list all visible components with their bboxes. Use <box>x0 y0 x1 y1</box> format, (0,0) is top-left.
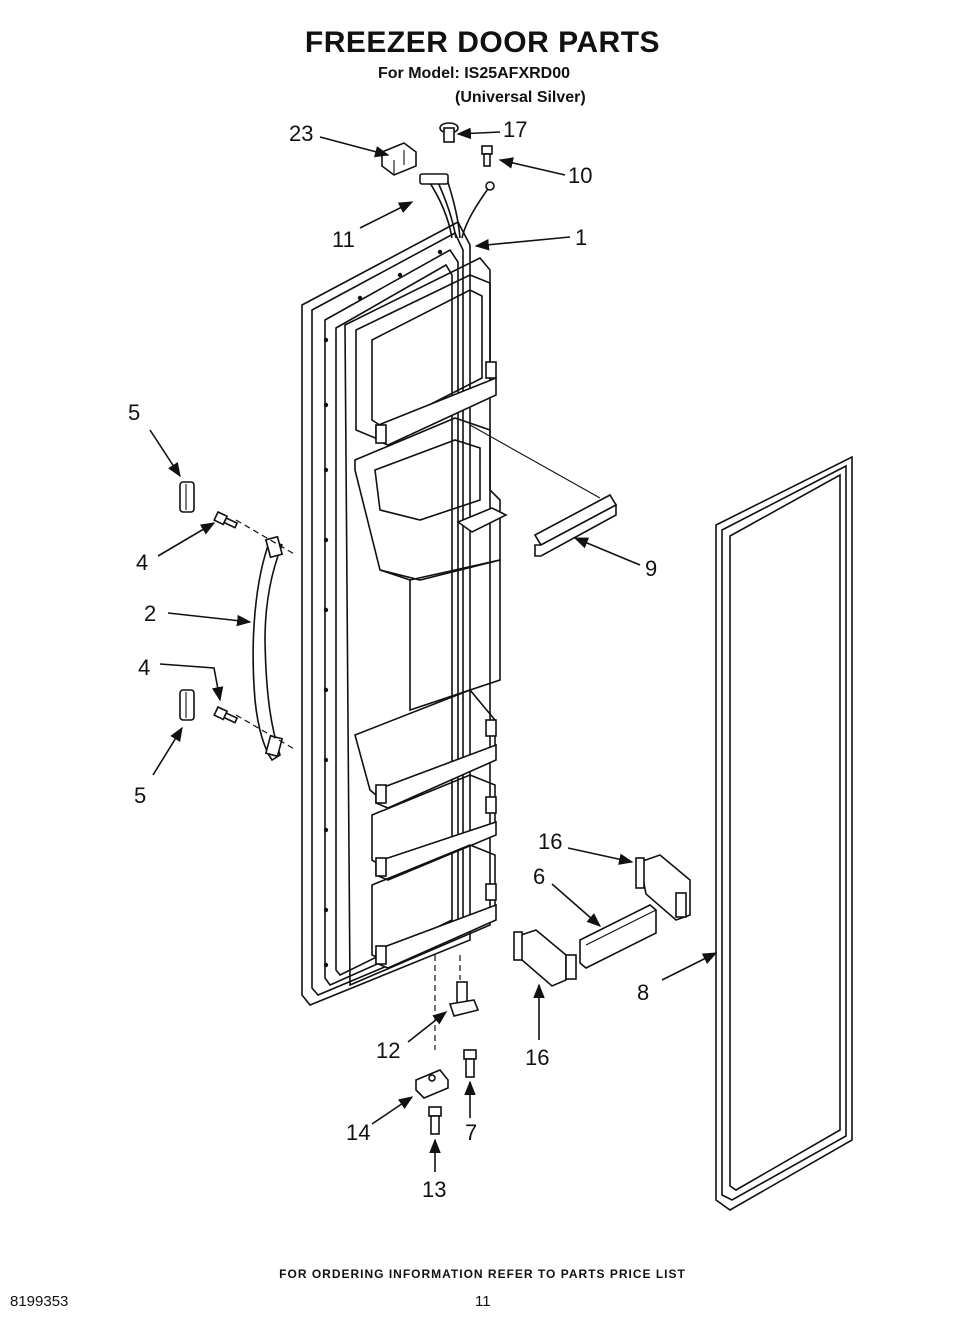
callout-1: 1 <box>575 225 587 250</box>
handle-end-caps <box>179 481 195 721</box>
dispenser-housing <box>354 417 508 712</box>
wire-harness <box>419 173 495 239</box>
top-door-shelf <box>355 274 497 446</box>
nut-part <box>439 122 459 143</box>
connector-block <box>381 142 417 176</box>
callout-7: 7 <box>465 1120 477 1145</box>
callout-9: 9 <box>645 556 657 581</box>
callout-17: 17 <box>503 117 527 142</box>
callout-5-lower: 5 <box>134 783 146 808</box>
page-number: 11 <box>475 1293 491 1310</box>
callout-2: 2 <box>144 601 156 626</box>
door-handle <box>235 519 297 762</box>
callout-16-upper: 16 <box>538 829 562 854</box>
callout-14: 14 <box>346 1120 370 1145</box>
callout-23: 23 <box>289 121 313 146</box>
callout-6: 6 <box>533 864 545 889</box>
hinge-pin <box>434 955 480 1050</box>
door-gasket <box>715 455 853 1211</box>
freezer-door-panel <box>301 220 491 1006</box>
top-screw <box>481 145 493 167</box>
leader-arrows <box>149 127 718 1172</box>
shelf-trim-bar <box>469 424 618 557</box>
callout-10: 10 <box>568 163 592 188</box>
bracket-screw <box>428 1106 442 1135</box>
bin-end-cap-upper <box>635 854 691 921</box>
callout-5-upper: 5 <box>128 400 140 425</box>
bin-end-cap-lower <box>513 929 577 987</box>
handle-screws <box>213 510 239 724</box>
bin-front-panel <box>579 904 657 969</box>
document-number: 8199353 <box>10 1293 69 1310</box>
model-color: (Universal Silver) <box>455 89 586 106</box>
callout-8: 8 <box>637 980 649 1005</box>
callout-4-upper: 4 <box>136 550 148 575</box>
callout-12: 12 <box>376 1038 400 1063</box>
callout-11: 11 <box>332 227 355 252</box>
callout-4-lower: 4 <box>138 655 150 680</box>
hinge-bracket <box>415 1069 449 1099</box>
page-title: FREEZER DOOR PARTS <box>304 26 661 59</box>
lower-door-shelves <box>354 689 497 969</box>
hinge-screw <box>463 1049 477 1078</box>
model-number: For Model: IS25AFXRD00 <box>378 65 571 82</box>
callout-16-lower: 16 <box>525 1045 549 1070</box>
ordering-note: FOR ORDERING INFORMATION REFER TO PARTS … <box>279 1267 686 1281</box>
callout-13: 13 <box>422 1177 446 1202</box>
